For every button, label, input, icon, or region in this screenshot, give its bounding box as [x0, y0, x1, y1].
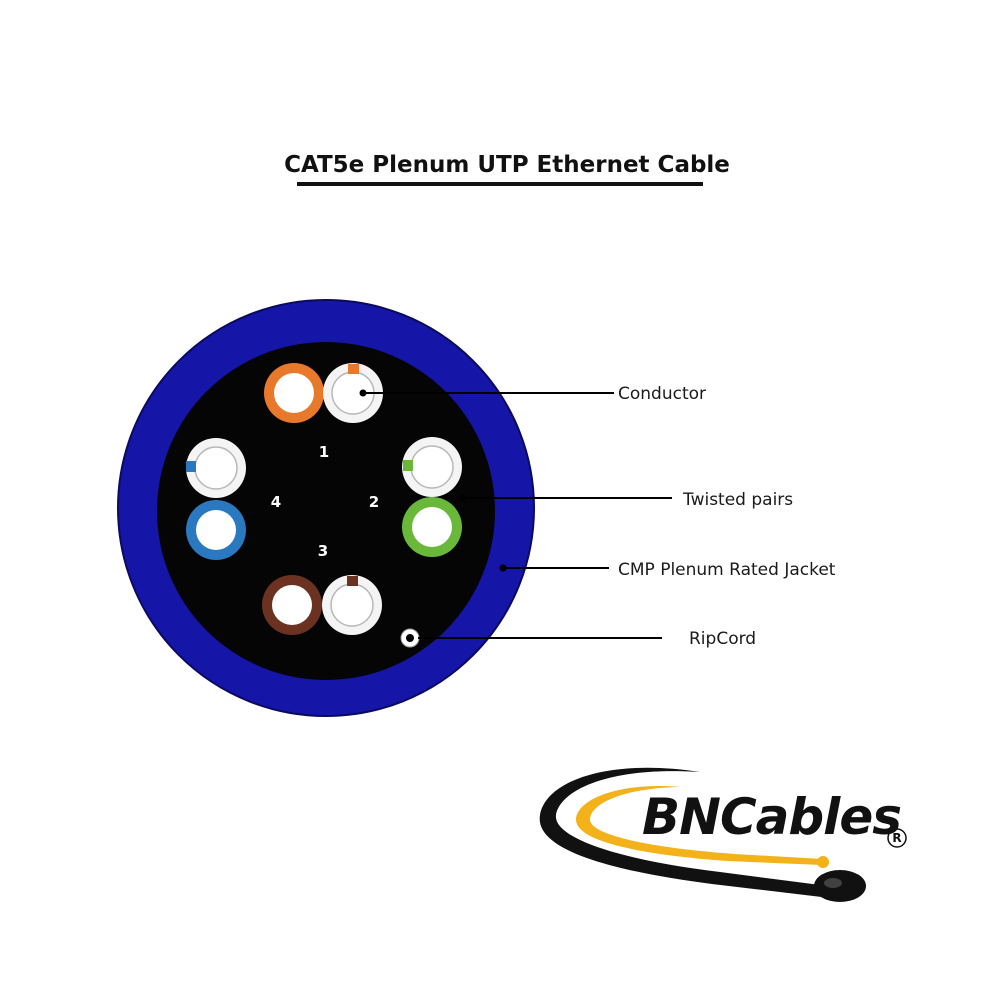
twisted-pair-3 [262, 575, 382, 635]
twisted-pair-1 [264, 363, 383, 423]
logo-swoosh-gold [575, 786, 822, 865]
bncables-logo: BNCables R [539, 767, 907, 902]
conductor-leader-dot [359, 389, 367, 397]
jacket-outline [117, 299, 535, 717]
pair-number-2: 2 [369, 493, 379, 511]
diagram-title: CAT5e Plenum UTP Ethernet Cable [284, 152, 730, 178]
twisted-pair-2 [402, 437, 462, 557]
twisted-pairs-leader-dot [459, 494, 467, 502]
twisted-pair-4 [186, 438, 246, 560]
ripcord-center [406, 634, 414, 642]
brown-wire-conductor [272, 585, 312, 625]
title-underline [297, 182, 703, 186]
pair-number-3: 3 [318, 542, 328, 560]
cable-cross-section: 1 2 3 4 [117, 299, 535, 717]
logo-swoosh-black [539, 767, 830, 898]
callouts: Conductor Twisted pairs CMP Plenum Rated… [359, 384, 836, 649]
green-stripe [403, 460, 413, 471]
blue-wire-conductor [196, 510, 236, 550]
white-brown-wire-conductor [330, 583, 374, 627]
registered-mark-circle [887, 828, 907, 848]
logo-wordmark: BNCables [642, 788, 901, 846]
logo-cable-end-highlight [824, 878, 842, 888]
pair-number-4: 4 [271, 493, 281, 511]
ripcord-label: RipCord [689, 629, 756, 649]
brown-stripe [347, 576, 358, 586]
jacket-label: CMP Plenum Rated Jacket [618, 560, 836, 580]
logo-cable-end-gold [817, 856, 829, 868]
white-green-wire-conductor [410, 445, 454, 489]
registered-mark: R [892, 831, 901, 845]
orange-stripe [348, 364, 359, 374]
green-wire-conductor [412, 507, 452, 547]
cable-core [157, 342, 495, 680]
twisted-pairs-label: Twisted pairs [682, 490, 793, 510]
orange-wire-conductor [274, 373, 314, 413]
blue-stripe [186, 461, 196, 472]
jacket-leader-dot [499, 564, 507, 572]
white-blue-wire-conductor [194, 446, 238, 490]
pair-number-1: 1 [319, 443, 329, 461]
conductor-label: Conductor [618, 384, 706, 404]
